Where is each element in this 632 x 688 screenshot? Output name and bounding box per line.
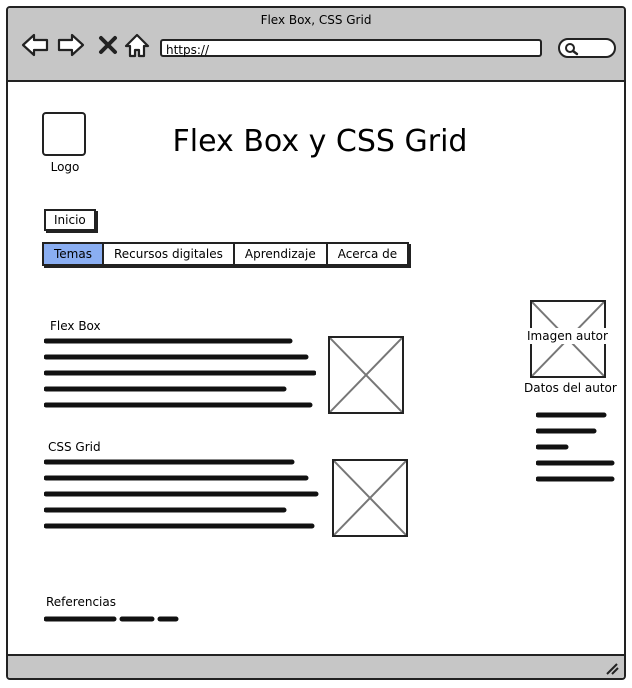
browser-window: Flex Box, CSS Grid https:// [6, 6, 626, 680]
tab-acerca-de[interactable]: Acerca de [337, 247, 398, 261]
flexbox-body-text [44, 338, 316, 408]
close-icon [99, 36, 117, 54]
section-title-flexbox: Flex Box [50, 319, 101, 333]
page-title: Flex Box y CSS Grid [172, 124, 468, 159]
section-title-cssgrid: CSS Grid [48, 440, 101, 454]
home-button[interactable]: Inicio [44, 209, 96, 231]
window-title: Flex Box, CSS Grid [260, 13, 372, 27]
home-icon [124, 33, 150, 58]
tab-aprendizaje[interactable]: Aprendizaje [235, 244, 328, 264]
tab-recursos-digitales[interactable]: Recursos digitales [104, 244, 235, 264]
flexbox-image-placeholder [328, 336, 404, 414]
cssgrid-image-placeholder [332, 459, 408, 537]
tab-temas[interactable]: Temas [44, 244, 104, 264]
search-field[interactable] [558, 38, 616, 58]
cssgrid-body-text [44, 459, 319, 529]
author-details-title: Datos del autor [524, 381, 617, 395]
tab-bar: Temas Recursos digitales Aprendizaje Ace… [42, 242, 410, 266]
forward-button[interactable] [56, 30, 86, 60]
references-title: Referencias [46, 595, 116, 609]
logo-placeholder [42, 112, 86, 156]
arrow-left-icon [21, 33, 49, 57]
author-image-label: Imagen autor [524, 328, 611, 344]
search-icon [565, 43, 579, 56]
author-details-text [536, 412, 615, 482]
logo-label: Logo [50, 160, 80, 174]
browser-toolbar: Flex Box, CSS Grid https:// [8, 8, 624, 82]
references-text [44, 616, 179, 622]
url-input[interactable]: https:// [160, 39, 542, 57]
resize-grip-icon[interactable] [604, 660, 620, 676]
home-nav-button[interactable] [122, 30, 152, 60]
back-button[interactable] [20, 30, 50, 60]
stop-button[interactable] [94, 30, 124, 60]
status-bar [8, 654, 624, 678]
arrow-right-icon [57, 33, 85, 57]
